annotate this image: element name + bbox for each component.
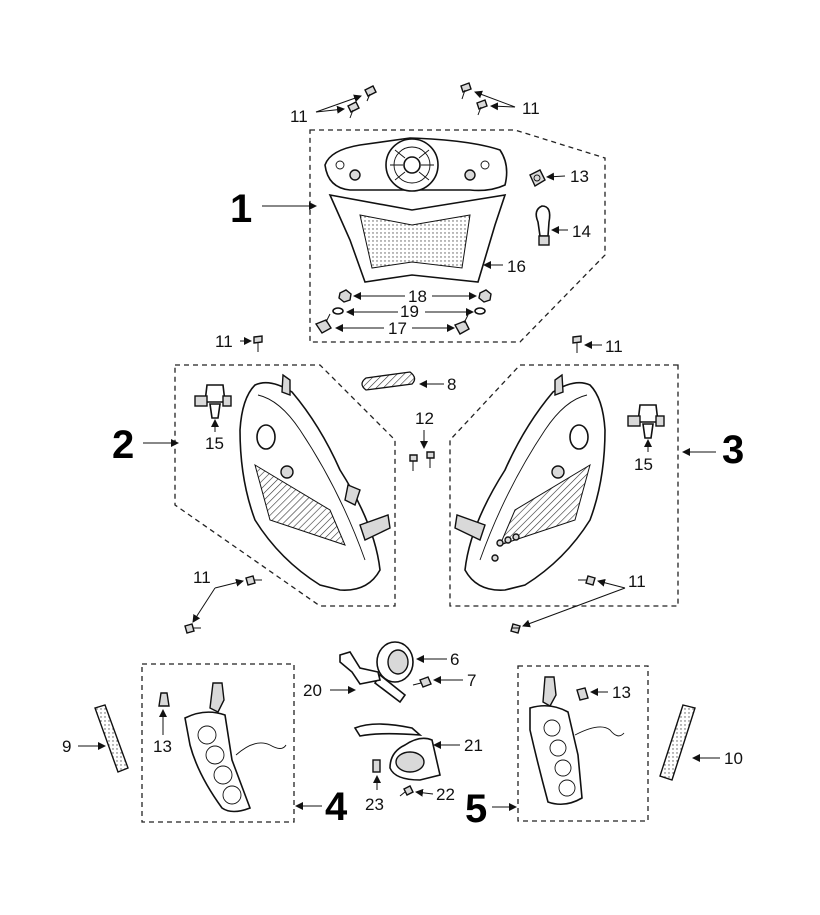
- screw-icon: [399, 785, 414, 797]
- group-4-outline: [141, 663, 295, 823]
- group-2-outline: [174, 364, 396, 607]
- bolt-icon: [412, 676, 432, 688]
- front-left-indicator: [184, 682, 287, 813]
- label-14: 14: [572, 222, 591, 241]
- label-21: 21: [464, 736, 483, 755]
- label-11: 11: [290, 107, 308, 126]
- horn-bracket: [339, 651, 381, 685]
- screw-icon: [409, 451, 435, 471]
- group-number-2: 2: [112, 423, 134, 467]
- label-16: 16: [507, 257, 526, 276]
- relay-unit: [353, 723, 441, 781]
- horn: [373, 641, 414, 704]
- bolt-icon: [314, 313, 470, 335]
- label-13: 13: [612, 683, 631, 702]
- label-11: 11: [193, 568, 211, 587]
- headlight-bulb-icon: [627, 404, 665, 439]
- screw-icon: [572, 335, 582, 353]
- label-13: 13: [570, 167, 589, 186]
- label-13: 13: [153, 737, 172, 756]
- label-20: 20: [303, 681, 322, 700]
- label-15: 15: [205, 434, 224, 453]
- group-number-1: 1: [230, 187, 252, 231]
- clip-icon: [372, 759, 381, 773]
- label-12: 12: [415, 409, 434, 428]
- label-22: 22: [436, 785, 455, 804]
- rear-light-housing: [324, 137, 508, 192]
- label-18: 18: [408, 287, 427, 306]
- screw-icon: [347, 82, 488, 119]
- label-17: 17: [388, 319, 407, 338]
- label-7: 7: [467, 671, 476, 690]
- label-11: 11: [215, 332, 233, 351]
- left-headlight: [239, 373, 391, 591]
- label-15: 15: [634, 455, 653, 474]
- group-number-5: 5: [465, 787, 487, 831]
- label-6: 6: [450, 650, 459, 669]
- label-11: 11: [605, 337, 623, 356]
- front-right-indicator: [529, 676, 625, 806]
- label-8: 8: [447, 375, 456, 394]
- screw-icon: [184, 575, 262, 634]
- screw-icon: [510, 575, 596, 634]
- screw-icon: [253, 335, 263, 352]
- label-10: 10: [724, 749, 743, 768]
- nut-icon: [338, 289, 492, 303]
- group-3-outline: [449, 364, 679, 607]
- bulb-holder-icon: [529, 169, 546, 188]
- label-11: 11: [628, 572, 646, 591]
- label-23: 23: [365, 795, 384, 814]
- side-reflector-left: [94, 704, 129, 773]
- right-headlight: [454, 373, 606, 591]
- reflector-strip: [361, 371, 416, 391]
- group-number-4: 4: [325, 785, 348, 829]
- rear-lens: [328, 193, 507, 283]
- side-reflector-right: [659, 704, 696, 781]
- washer-icon: [332, 307, 486, 315]
- label-19: 19: [400, 302, 419, 321]
- bulb-holder-icon: [158, 692, 170, 707]
- headlight-bulb-icon: [194, 384, 232, 419]
- label-9: 9: [62, 737, 71, 756]
- group-5-outline: [517, 665, 649, 822]
- label-11: 11: [522, 99, 540, 118]
- bulb-icon: [535, 205, 551, 246]
- group-number-3: 3: [722, 428, 744, 472]
- bulb-holder-icon: [576, 687, 589, 701]
- group-1-outline: [309, 129, 606, 343]
